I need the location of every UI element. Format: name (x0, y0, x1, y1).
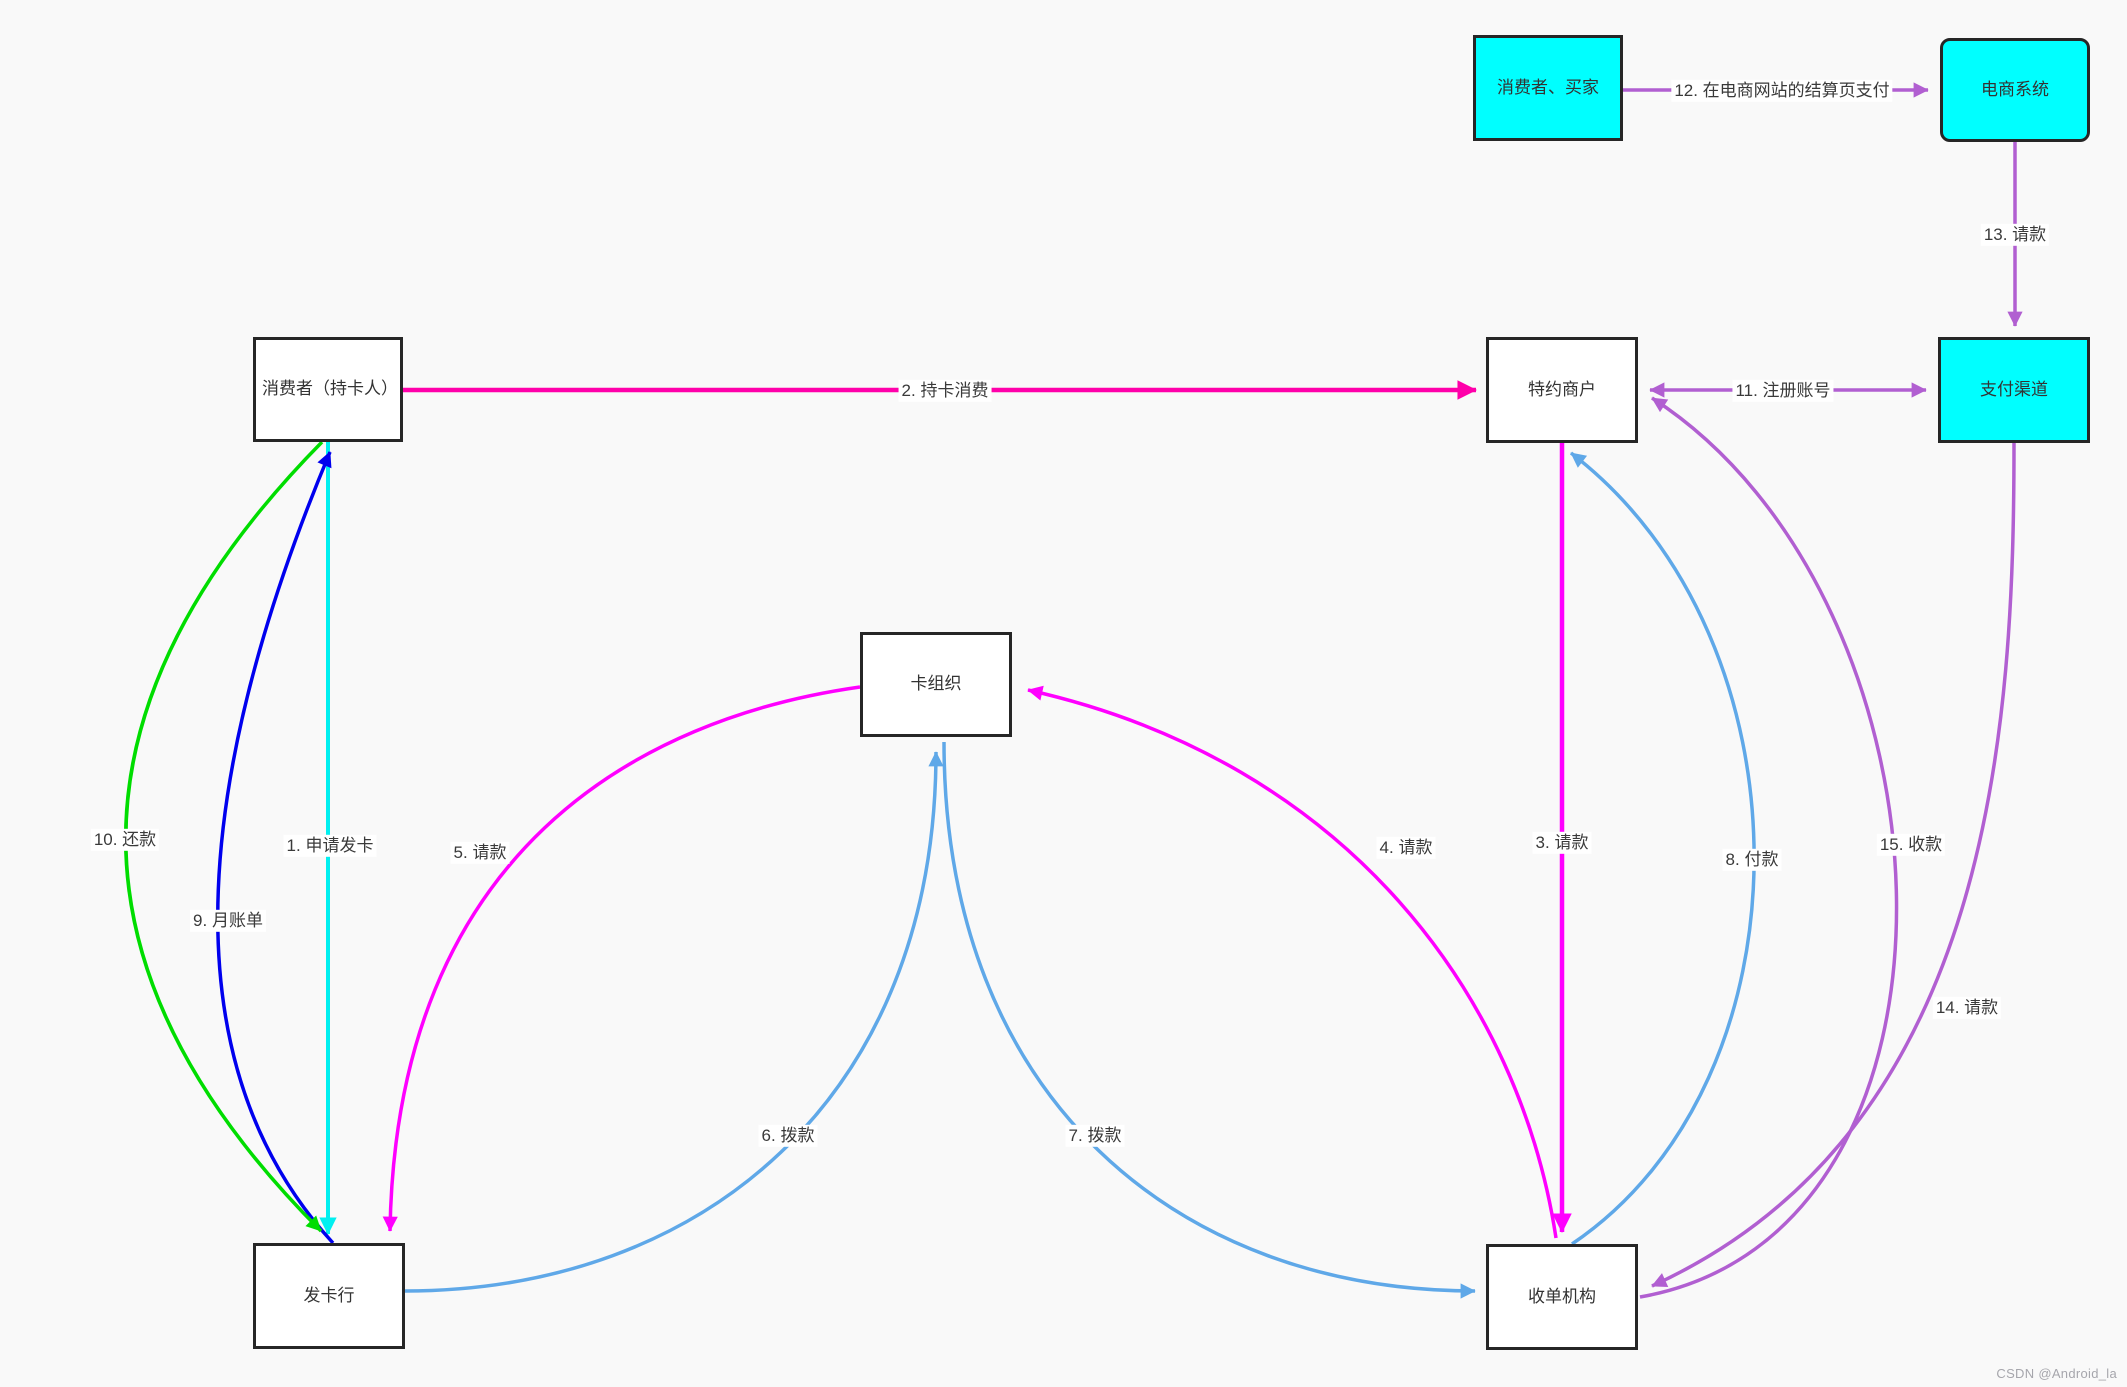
edge-label-collect-payment: 15. 收款 (1876, 833, 1946, 857)
edge-label-cardorg-remit: 7. 拨款 (1065, 1124, 1125, 1148)
edge-label-apply-card: 1. 申请发卡 (283, 834, 377, 858)
edge-label-monthly-bill: 9. 月账单 (190, 909, 266, 933)
node-cardholder: 消费者（持卡人） (253, 337, 403, 442)
edge-label-issuer-remit: 6. 拨款 (758, 1124, 818, 1148)
edge-label-acquirer-claim: 4. 请款 (1376, 836, 1436, 860)
node-acquirer: 收单机构 (1486, 1244, 1638, 1350)
node-card-org: 卡组织 (860, 632, 1012, 737)
node-merchant: 特约商户 (1486, 337, 1638, 443)
edge-label-merchant-claim: 3. 请款 (1532, 831, 1592, 855)
edge-label-repayment: 10. 还款 (90, 828, 160, 852)
edge-issuer-remit (404, 751, 944, 1293)
edge-label-acquirer-pay: 8. 付款 (1722, 848, 1782, 872)
edge-label-register-account: 11. 注册账号 (1732, 379, 1834, 403)
node-payment-channel: 支付渠道 (1938, 337, 2090, 443)
watermark-text: CSDN @Android_la (1996, 1366, 2117, 1381)
edge-label-card-spend: 2. 持卡消费 (898, 379, 992, 403)
node-consumer-buyer: 消费者、买家 (1473, 35, 1623, 141)
edge-label-channel-claim: 14. 请款 (1932, 996, 2002, 1020)
node-ecommerce-system: 电商系统 (1940, 38, 2090, 142)
edge-cardorg-remit (942, 741, 1476, 1299)
edge-label-checkout-pay: 12. 在电商网站的结算页支付 (1671, 79, 1893, 103)
edge-collect-payment (1639, 396, 1899, 1299)
node-issuing-bank: 发卡行 (253, 1243, 405, 1349)
edge-channel-claim (1651, 442, 2016, 1288)
edge-cardorg-claim (382, 685, 861, 1232)
edge-label-ecom-claim: 13. 请款 (1980, 223, 2050, 247)
edge-acquirer-claim (1027, 685, 1558, 1239)
edge-label-cardorg-claim: 5. 请款 (450, 841, 510, 865)
